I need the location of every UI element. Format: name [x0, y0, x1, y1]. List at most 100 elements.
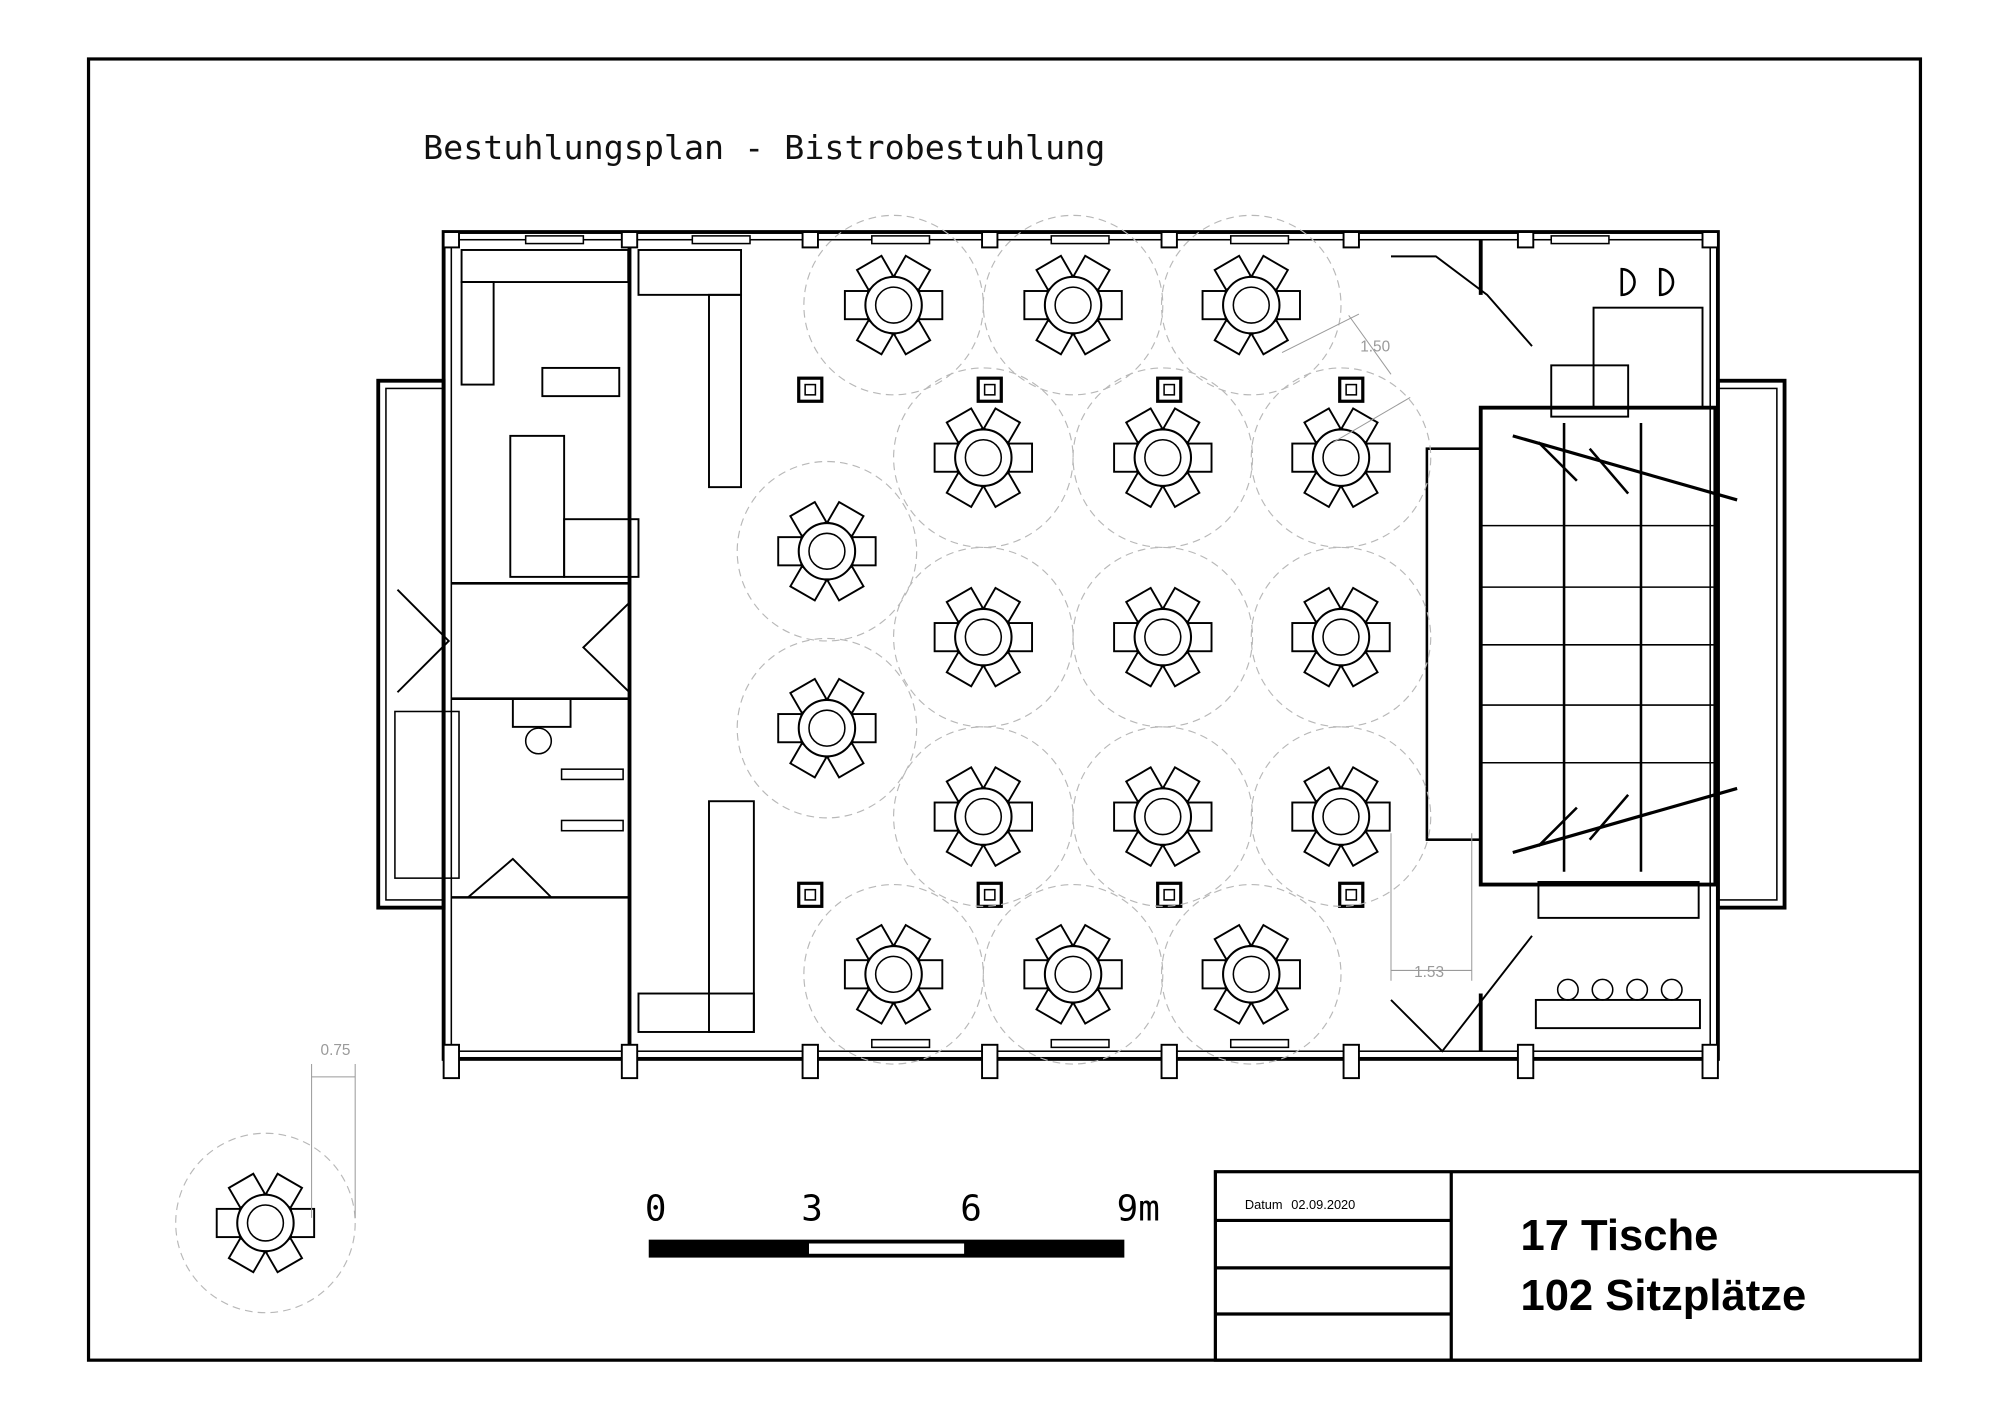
clearance-circle	[893, 546, 1074, 728]
wall-column	[981, 231, 999, 249]
scale-label-6: 6	[960, 1188, 982, 1229]
pillar-core	[1345, 888, 1358, 901]
pillar-core	[1163, 888, 1176, 901]
wall-column	[1701, 231, 1719, 249]
table-top-inner	[1322, 618, 1360, 656]
table-top-inner	[1144, 618, 1182, 656]
tables-summary: 17 Tische	[1520, 1212, 1718, 1260]
table-top-inner	[1144, 797, 1182, 836]
table-top-inner	[1322, 438, 1360, 477]
wall-column	[1701, 1043, 1719, 1080]
table-group	[893, 726, 1074, 907]
table-group	[1072, 726, 1254, 907]
round-table	[1311, 607, 1371, 667]
clearance-circle	[893, 726, 1074, 907]
round-table	[797, 522, 857, 581]
window	[1050, 1038, 1110, 1049]
wall-column	[620, 231, 639, 249]
clearance-circle	[1250, 367, 1432, 548]
pillar-core	[804, 383, 817, 396]
tables-layer	[736, 214, 1432, 1065]
table-group	[803, 214, 984, 396]
pillar	[797, 376, 824, 403]
pillar-core	[1345, 383, 1358, 396]
pillar-core	[1163, 383, 1176, 396]
window	[691, 235, 751, 245]
scale-bar	[648, 1239, 1125, 1258]
dimension-label-table-spacing: 1.50	[1360, 338, 1390, 355]
clearance-circle	[982, 214, 1164, 396]
table-top-inner	[874, 955, 913, 994]
pillar	[1156, 376, 1183, 403]
scale-label-9m: 9m	[1117, 1188, 1160, 1229]
table-group	[803, 883, 984, 1065]
pillar	[1156, 881, 1183, 908]
wall-column	[981, 1043, 999, 1080]
dimension-chair-depth	[311, 1064, 356, 1218]
clearance-circle	[982, 883, 1164, 1065]
date-field: Datum 02.09.2020	[1245, 1197, 1355, 1212]
round-table	[954, 787, 1013, 846]
round-table	[1133, 607, 1193, 667]
round-table	[1133, 787, 1193, 846]
table-group	[175, 1132, 356, 1314]
table-top-inner	[1322, 797, 1360, 836]
table-group	[1250, 367, 1432, 548]
table-group	[736, 637, 918, 819]
table-top-inner	[808, 532, 846, 570]
wall-column	[1342, 1043, 1360, 1080]
round-table	[954, 607, 1013, 667]
round-table	[797, 698, 857, 758]
wall-column	[801, 231, 819, 249]
table-group	[1160, 214, 1342, 396]
dimension-label-aisle-width: 1.53	[1414, 964, 1444, 981]
title-block	[1213, 1170, 1923, 1362]
window	[1229, 1038, 1290, 1049]
clearance-circle	[1250, 546, 1432, 728]
pillar	[1338, 376, 1365, 403]
clearance-circle	[1072, 726, 1254, 907]
table-group	[736, 460, 918, 642]
table-group	[1072, 546, 1254, 728]
clearance-circle	[1160, 214, 1342, 396]
round-table	[236, 1193, 295, 1253]
round-table	[1133, 428, 1193, 487]
clearance-circle	[893, 367, 1074, 548]
table-group	[982, 214, 1164, 396]
dimension-label-chair-depth: 0.75	[321, 1042, 351, 1059]
table-top-inner	[1232, 286, 1270, 324]
table-group	[1250, 546, 1432, 728]
wall-column	[1516, 231, 1535, 249]
round-table	[1311, 787, 1371, 846]
table-top-inner	[1054, 286, 1092, 324]
sheet-frame	[86, 57, 1923, 1362]
pillar-core	[983, 383, 996, 396]
wall-column	[1516, 1043, 1535, 1080]
date-label: Datum	[1245, 1197, 1283, 1212]
wall-column	[1160, 1043, 1178, 1080]
wall-column	[801, 1043, 819, 1080]
table-group	[893, 367, 1074, 548]
clearance-circle	[1072, 367, 1254, 548]
dimension-aisle-width	[1390, 833, 1473, 981]
table-group	[1072, 367, 1254, 548]
window	[1050, 235, 1110, 245]
round-table	[1222, 945, 1281, 1004]
wall-column	[1160, 231, 1178, 249]
legend-single-table	[175, 1132, 356, 1314]
table-group	[893, 546, 1074, 728]
table-top-inner	[874, 286, 913, 324]
pillar	[976, 376, 1003, 403]
wall-columns	[442, 231, 1719, 1080]
pillar	[797, 881, 824, 908]
round-table	[1043, 945, 1103, 1004]
window	[871, 235, 931, 245]
wall-column	[620, 1043, 639, 1080]
table-top-inner	[1054, 955, 1092, 994]
clearance-circle	[1250, 726, 1432, 907]
clearance-circle	[736, 637, 918, 819]
round-table	[1043, 275, 1103, 335]
table-top-inner	[964, 618, 1003, 656]
hall-pillars	[797, 376, 1365, 908]
